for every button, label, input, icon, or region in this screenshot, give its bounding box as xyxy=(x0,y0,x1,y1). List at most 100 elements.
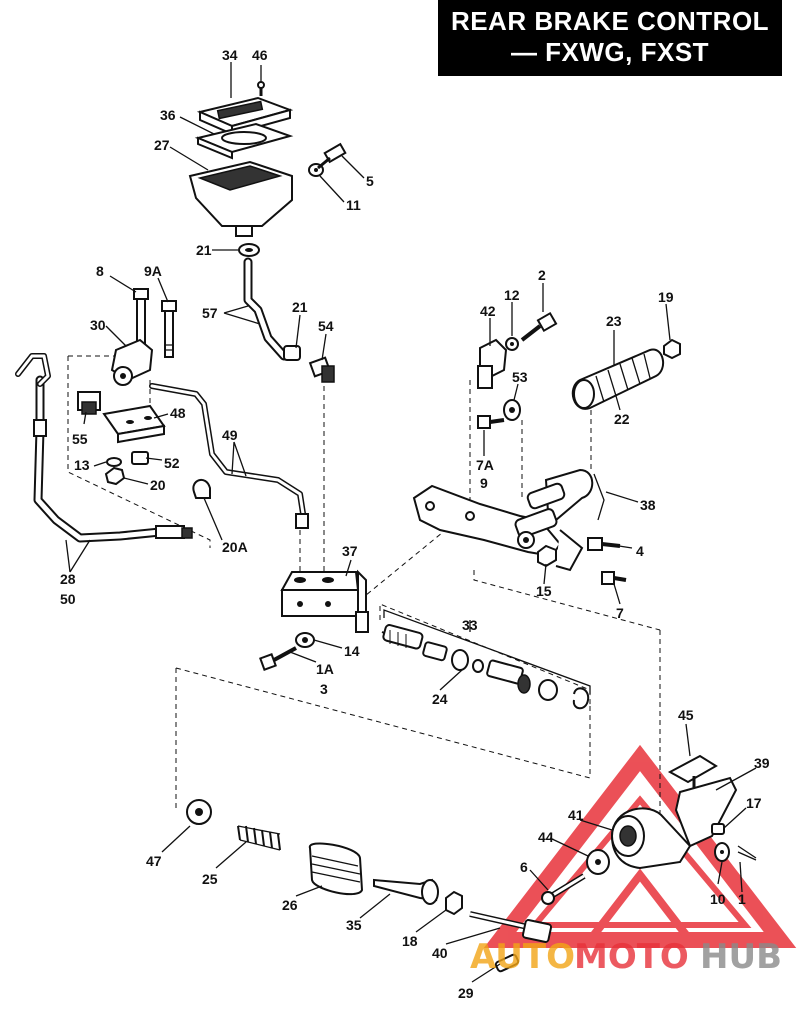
title-line-2: — FXWG, FXST xyxy=(510,37,710,67)
rod-40 xyxy=(469,911,553,943)
cotter-pin-1 xyxy=(737,845,757,861)
bracket-48 xyxy=(102,404,166,444)
label-24: 24 xyxy=(432,691,448,707)
pin-29 xyxy=(494,953,520,973)
label-3: 3 xyxy=(320,681,328,697)
footpeg-rubber-23 xyxy=(571,348,665,410)
label-4: 4 xyxy=(636,543,644,559)
label-33: 33 xyxy=(462,617,478,633)
label-44: 44 xyxy=(538,829,554,845)
label-8: 8 xyxy=(96,263,104,279)
label-2: 2 xyxy=(538,267,546,283)
screw-46 xyxy=(257,81,265,96)
nut-15 xyxy=(537,544,557,568)
label-19: 19 xyxy=(658,289,674,305)
label-48: 48 xyxy=(170,405,186,421)
watermark-logo-text: AUTO MOTO HUB xyxy=(470,937,782,977)
part-labels: 34 46 36 27 5 11 21 8 9A 57 21 54 30 48 … xyxy=(60,47,770,1001)
watermark-auto: AUTO xyxy=(470,937,575,977)
clamp-21-lower xyxy=(283,345,301,361)
reservoir-cover-34 xyxy=(196,96,294,136)
nut-19 xyxy=(663,338,681,360)
label-1a: 1A xyxy=(316,661,334,677)
label-52: 52 xyxy=(164,455,180,471)
washer-47 xyxy=(186,799,212,825)
watermark-hub: HUB xyxy=(700,937,782,977)
label-49: 49 xyxy=(222,427,238,443)
washer-11-screw-5 xyxy=(308,142,347,177)
washer-44 xyxy=(586,849,610,875)
label-45: 45 xyxy=(678,707,694,723)
label-53: 53 xyxy=(512,369,528,385)
clip-20a xyxy=(192,478,211,499)
label-23: 23 xyxy=(606,313,622,329)
label-18: 18 xyxy=(402,933,418,949)
label-14: 14 xyxy=(344,643,360,659)
mount-39 xyxy=(674,776,738,848)
label-26: 26 xyxy=(282,897,298,913)
bracket-42 xyxy=(477,338,508,389)
title-line-1: REAR BRAKE CONTROL xyxy=(450,6,770,36)
label-30: 30 xyxy=(90,317,106,333)
bolt-4 xyxy=(587,537,621,551)
label-36: 36 xyxy=(160,107,176,123)
watermark-moto: MOTO xyxy=(574,937,689,977)
label-15: 15 xyxy=(536,583,552,599)
label-55: 55 xyxy=(72,431,88,447)
pedal-arm-38 xyxy=(514,468,605,572)
bolt-2 xyxy=(520,311,558,342)
diagram-title: REAR BRAKE CONTROL — FXWG, FXST xyxy=(438,0,782,76)
housing-41 xyxy=(610,807,692,870)
clamp-21-top xyxy=(238,243,260,257)
label-9: 9 xyxy=(480,475,488,491)
label-1: 1 xyxy=(738,891,746,907)
label-22: 22 xyxy=(614,411,630,427)
bolt-9a xyxy=(161,300,177,358)
label-57: 57 xyxy=(202,305,218,321)
label-10: 10 xyxy=(710,891,726,907)
elbow-fitting-54 xyxy=(308,356,335,383)
label-7: 7 xyxy=(616,605,624,621)
label-34: 34 xyxy=(222,47,238,63)
washer-12 xyxy=(505,337,519,351)
label-47: 47 xyxy=(146,853,162,869)
label-54: 54 xyxy=(318,318,334,334)
label-38: 38 xyxy=(640,497,656,513)
label-42: 42 xyxy=(480,303,496,319)
label-5: 5 xyxy=(366,173,374,189)
label-39: 39 xyxy=(754,755,770,771)
label-12: 12 xyxy=(504,287,520,303)
washer-14 xyxy=(295,632,315,648)
label-20a: 20A xyxy=(222,539,248,555)
bolt-6 xyxy=(541,873,586,905)
label-35: 35 xyxy=(346,917,362,933)
spring-25 xyxy=(237,825,281,851)
label-13: 13 xyxy=(74,457,90,473)
nut-18 xyxy=(445,890,463,916)
label-29: 29 xyxy=(458,985,474,1001)
label-11: 11 xyxy=(346,197,361,213)
label-9a: 9A xyxy=(144,263,162,279)
piston-kit-33 xyxy=(381,609,591,710)
label-21-top: 21 xyxy=(196,242,212,258)
label-27: 27 xyxy=(154,137,170,153)
bolt-7a xyxy=(477,415,505,429)
spring-17 xyxy=(711,823,725,835)
label-40: 40 xyxy=(432,945,448,961)
label-41: 41 xyxy=(568,807,584,823)
label-21-lower: 21 xyxy=(292,299,308,315)
spacer-53 xyxy=(503,399,521,421)
label-17: 17 xyxy=(746,795,762,811)
bolt-8 xyxy=(133,288,149,346)
label-50: 50 xyxy=(60,591,76,607)
label-28: 28 xyxy=(60,571,76,587)
label-46: 46 xyxy=(252,47,268,63)
label-25: 25 xyxy=(202,871,218,887)
master-cylinder-37 xyxy=(280,569,369,633)
boot-26 xyxy=(309,842,364,896)
label-20: 20 xyxy=(150,477,166,493)
label-6: 6 xyxy=(520,859,528,875)
bolt-7 xyxy=(601,571,627,585)
brake-switch-55 xyxy=(77,391,101,415)
